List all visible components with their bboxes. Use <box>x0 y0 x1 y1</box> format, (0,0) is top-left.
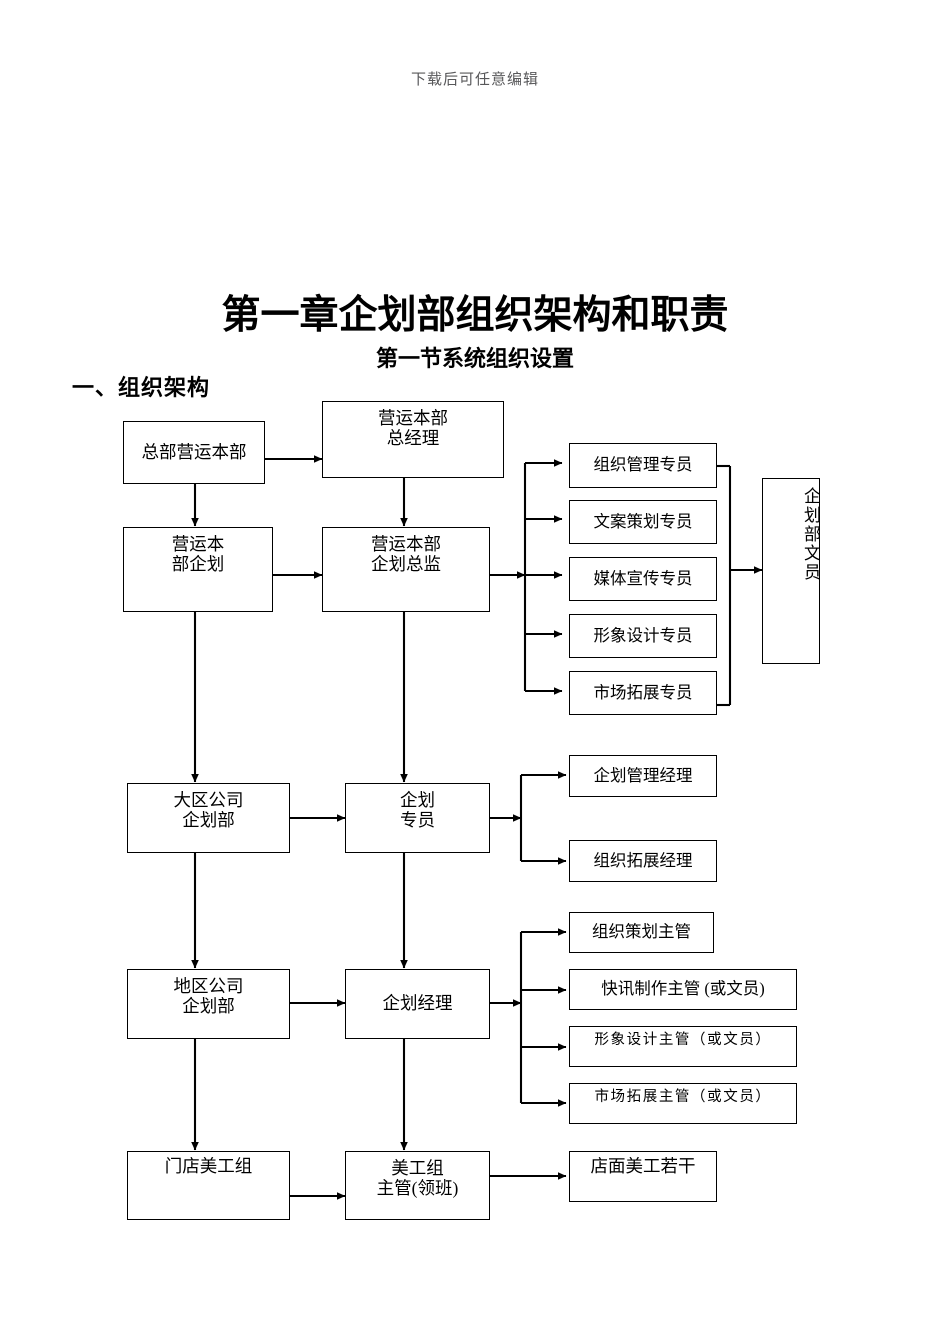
node-label: 市场拓展主管（或文员） <box>594 1089 772 1105</box>
node-spec-market[interactable]: 市场拓展专员 <box>569 671 717 715</box>
node-hq-operations[interactable]: 总部营运本部 <box>123 421 265 484</box>
node-sup-market-dev[interactable]: 市场拓展主管（或文员） <box>569 1083 797 1124</box>
node-label: 企划部文员 <box>801 487 820 582</box>
node-sup-org-planning[interactable]: 组织策划主管 <box>569 912 714 953</box>
node-planning-specialist[interactable]: 企划 专员 <box>345 783 490 853</box>
node-sup-newsletter[interactable]: 快讯制作主管 (或文员) <box>569 969 797 1010</box>
node-label: 企划 专员 <box>400 790 435 830</box>
node-label: 文案策划专员 <box>593 511 693 531</box>
node-store-art-group[interactable]: 门店美工组 <box>127 1151 290 1220</box>
node-label: 企划经理 <box>382 993 453 1014</box>
node-mgr-planning-mgmt[interactable]: 企划管理经理 <box>569 755 717 797</box>
node-label: 形象设计专员 <box>593 625 693 645</box>
node-label: 企划管理经理 <box>593 765 693 785</box>
node-label: 地区公司 企划部 <box>173 976 244 1016</box>
node-label: 市场拓展专员 <box>593 682 693 702</box>
node-spec-media[interactable]: 媒体宣传专员 <box>569 557 717 601</box>
node-label: 总部营运本部 <box>141 441 247 462</box>
node-label: 营运本部 总经理 <box>378 408 448 448</box>
node-label: 组织策划主管 <box>592 922 691 942</box>
node-spec-copywriting[interactable]: 文案策划专员 <box>569 500 717 544</box>
node-spec-org-mgmt[interactable]: 组织管理专员 <box>569 443 717 488</box>
node-label: 组织拓展经理 <box>593 850 693 870</box>
node-label: 快讯制作主管 (或文员) <box>601 979 765 999</box>
node-art-group-lead[interactable]: 美工组 主管(领班) <box>345 1151 490 1220</box>
node-hq-planning-director[interactable]: 营运本部 企划总监 <box>322 527 490 612</box>
node-district-planning-dept[interactable]: 地区公司 企划部 <box>127 969 290 1039</box>
node-label: 营运本部 企划总监 <box>371 534 441 574</box>
node-mgr-org-expansion[interactable]: 组织拓展经理 <box>569 840 717 882</box>
node-label: 形象设计主管（或文员） <box>594 1032 772 1048</box>
node-label: 组织管理专员 <box>593 455 693 475</box>
node-hq-operations-gm[interactable]: 营运本部 总经理 <box>322 401 504 478</box>
node-label: 美工组 主管(领班) <box>376 1158 459 1198</box>
node-label: 大区公司 企划部 <box>173 790 244 830</box>
node-label: 店面美工若干 <box>590 1156 696 1176</box>
page-title: 第一章企划部组织架构和职责 <box>221 294 729 337</box>
node-label: 门店美工组 <box>164 1156 253 1176</box>
node-planning-manager[interactable]: 企划经理 <box>345 969 490 1039</box>
document-header-note: 下载后可任意编辑 <box>410 72 539 88</box>
node-planning-clerk[interactable]: 企划部文员 <box>762 478 820 664</box>
node-spec-design[interactable]: 形象设计专员 <box>569 614 717 658</box>
section-heading: 一、组织架构 <box>72 375 211 400</box>
page-subtitle: 第一节系统组织设置 <box>375 346 574 371</box>
node-sup-image-design[interactable]: 形象设计主管（或文员） <box>569 1026 797 1067</box>
node-label: 媒体宣传专员 <box>593 568 693 588</box>
node-region-planning-dept[interactable]: 大区公司 企划部 <box>127 783 290 853</box>
node-hq-planning[interactable]: 营运本 部企划 <box>123 527 273 612</box>
node-label: 营运本 部企划 <box>171 534 225 574</box>
node-store-artists[interactable]: 店面美工若干 <box>569 1151 717 1202</box>
